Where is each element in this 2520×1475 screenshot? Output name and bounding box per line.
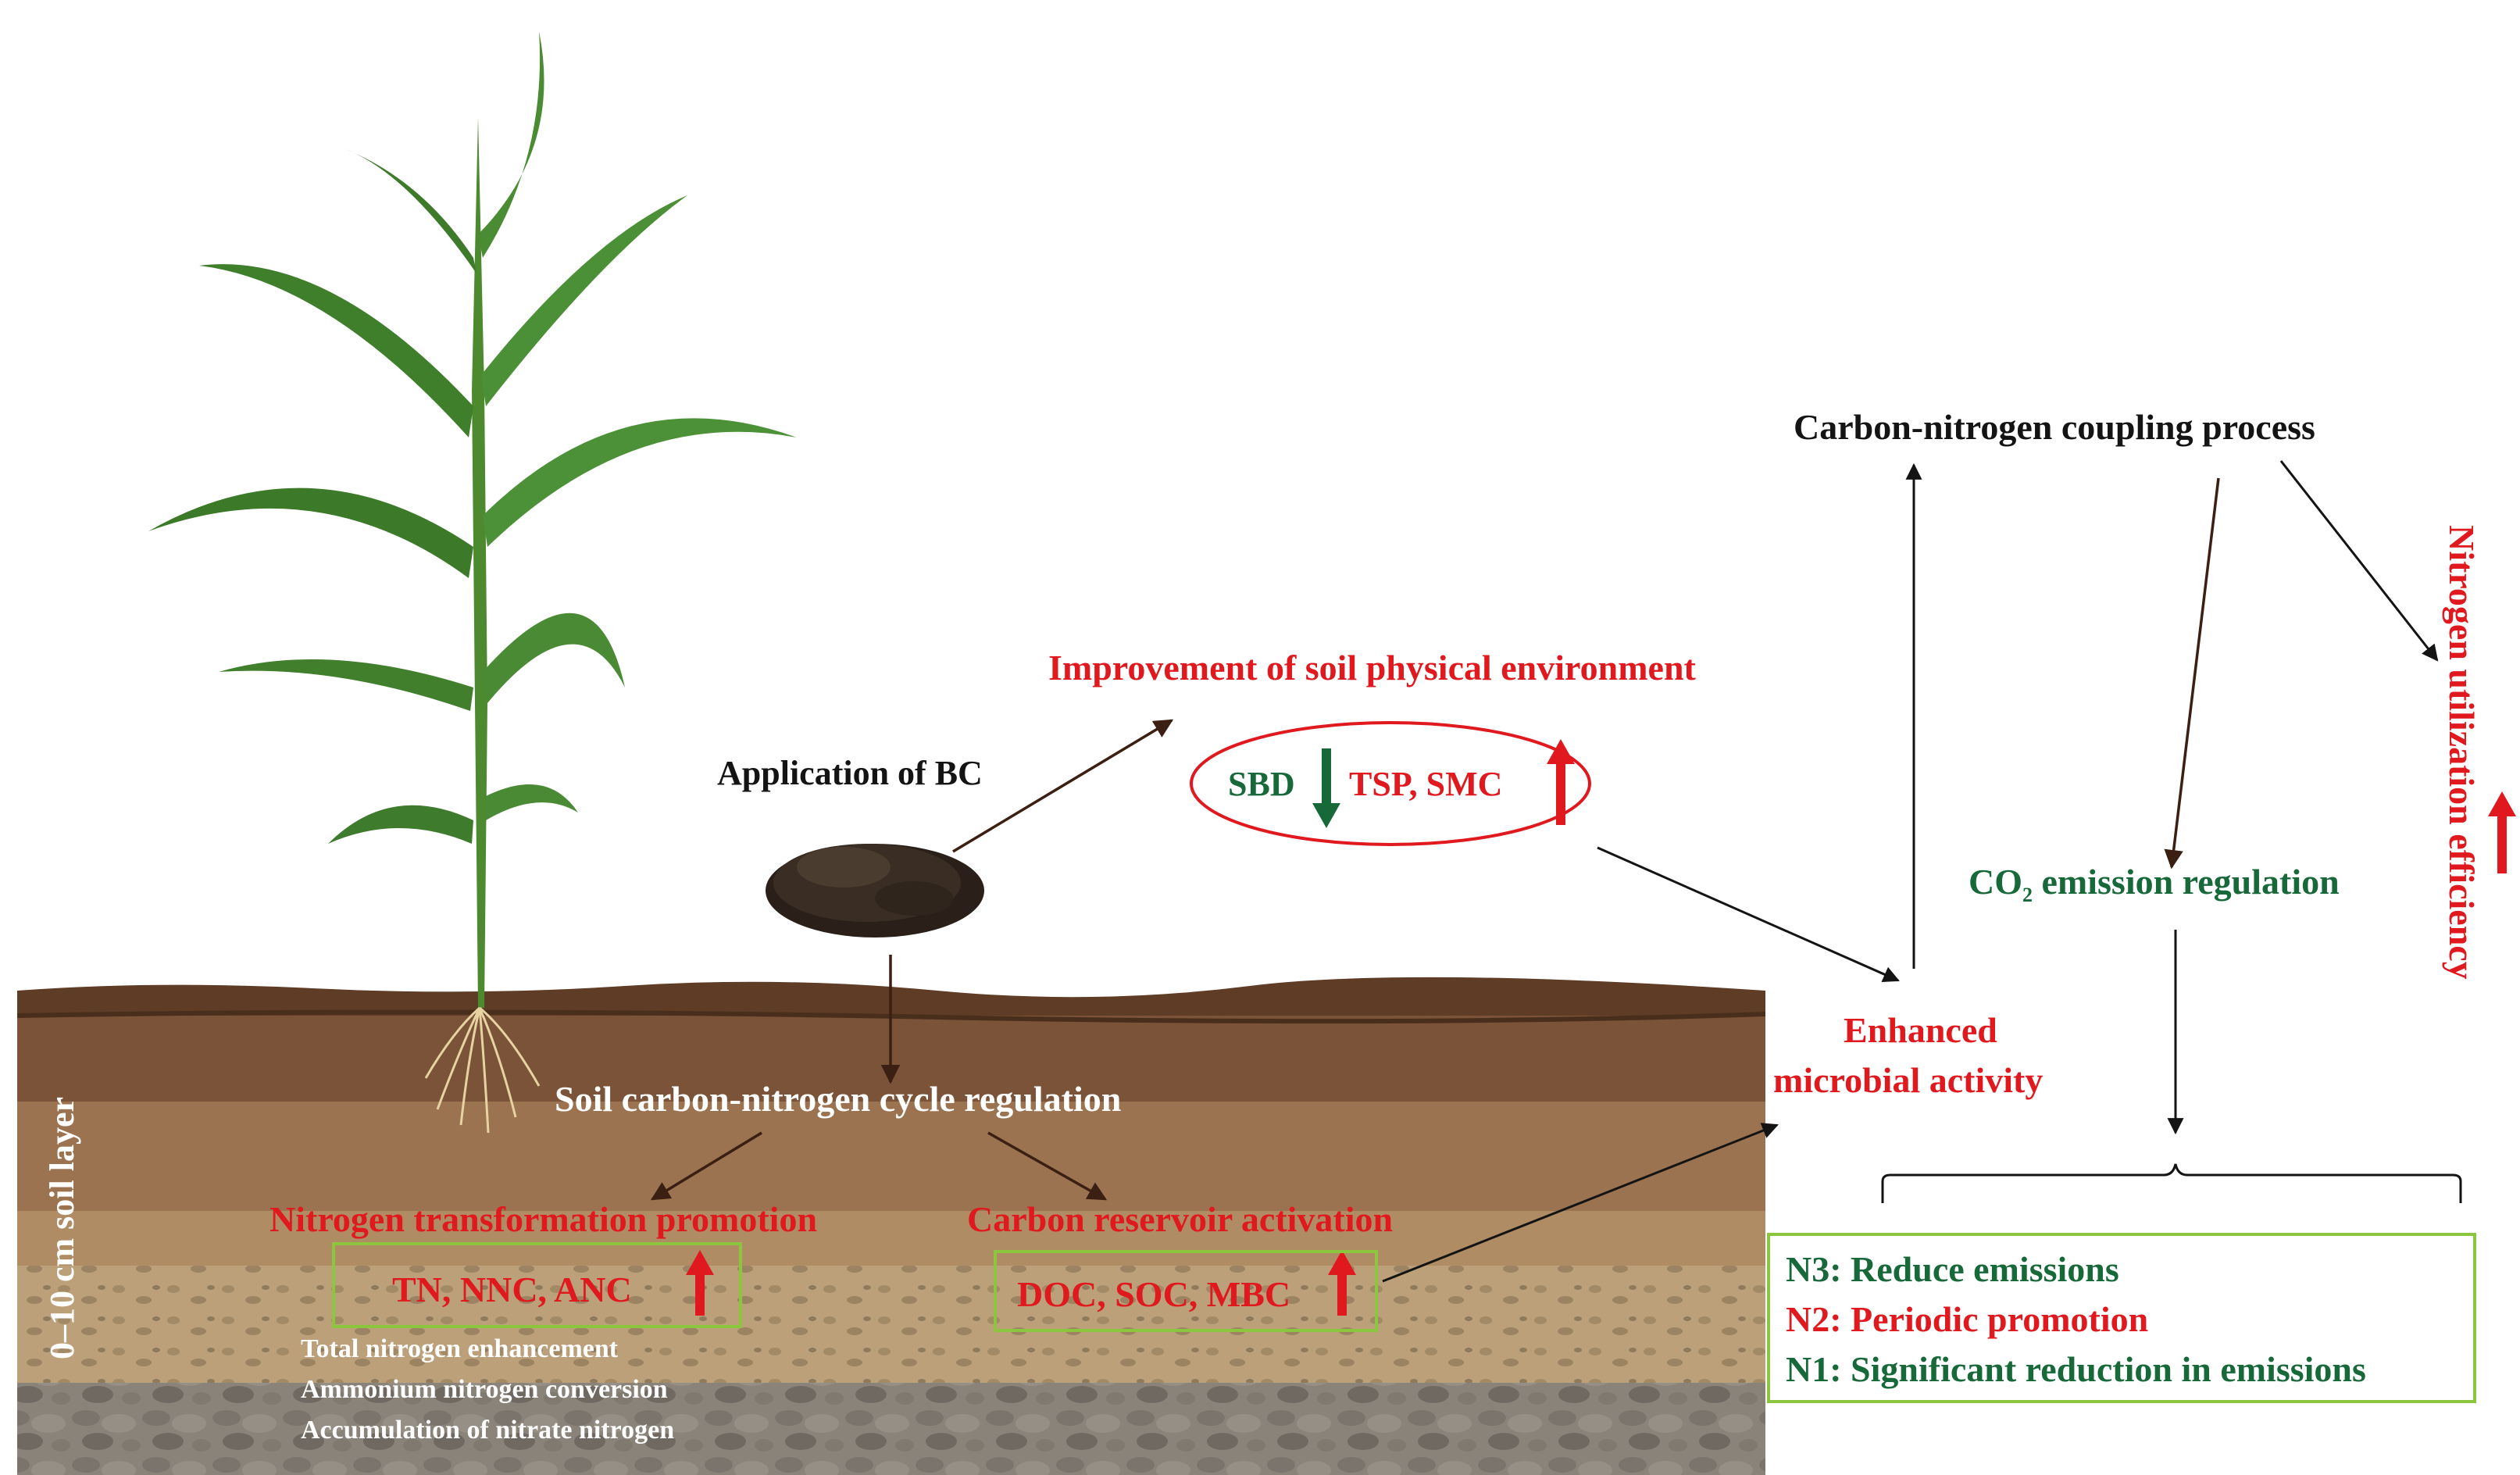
- nitrogen-promotion-label: Nitrogen transformation promotion: [269, 1199, 818, 1239]
- cycle-label: Soil carbon-nitrogen cycle regulation: [555, 1079, 1122, 1119]
- n3-label: N3: Reduce emissions: [1786, 1249, 2119, 1289]
- corn-plant-illustration: [148, 31, 797, 1008]
- soil-layer-label: 0–10 cm soil layer: [43, 1096, 81, 1359]
- n2-label: N2: Periodic promotion: [1786, 1299, 2149, 1339]
- biochar-pile-illustration: [766, 844, 984, 938]
- soil-cross-section: [16, 977, 1766, 1475]
- nue-label: Nitrogen utilization efficiency: [2442, 525, 2482, 980]
- emission-levels-box: [1767, 1233, 2476, 1403]
- co2-subscript: 2: [2022, 884, 2033, 907]
- tn-group-box: [332, 1242, 742, 1328]
- carbon-activation-label: Carbon reservoir activation: [967, 1199, 1394, 1239]
- tsp-smc-label: TSP, SMC: [1349, 765, 1503, 803]
- sbd-decrease-arrow: [1312, 748, 1340, 828]
- co2-text: CO: [1969, 862, 2022, 902]
- doc-group-label: DOC, SOC, MBC: [1017, 1274, 1291, 1314]
- tsp-smc-increase-arrow: [1547, 739, 1575, 825]
- doc-increase-arrow: [1328, 1250, 1356, 1316]
- co2-rest-text: emission regulation: [2033, 862, 2340, 902]
- microbial-label-line1: Enhanced: [1844, 1010, 1997, 1050]
- n1-label: N1: Significant reduction in emissions: [1786, 1349, 2366, 1389]
- tn-group-label: TN, NNC, ANC: [392, 1270, 632, 1309]
- nue-increase-arrow: [2488, 791, 2516, 873]
- tn-increase-arrow: [686, 1250, 714, 1316]
- n-note-1: Total nitrogen enhancement: [301, 1334, 619, 1363]
- n-note-3: Accumulation of nitrate nitrogen: [301, 1416, 675, 1445]
- corn-roots: [424, 1006, 541, 1134]
- n-note-2: Ammonium nitrogen conversion: [301, 1375, 668, 1404]
- physical-env-label: Improvement of soil physical environment: [1048, 648, 1696, 688]
- grouping-brace: [1881, 1163, 2462, 1203]
- microbial-label-line2: microbial activity: [1773, 1060, 2043, 1100]
- sbd-label: SBD: [1228, 765, 1295, 803]
- doc-group-box: [994, 1250, 1378, 1332]
- process-arrows-black: [1382, 460, 2439, 1283]
- coupling-label: Carbon-nitrogen coupling process: [1794, 407, 2315, 447]
- application-label: Application of BC: [717, 754, 983, 792]
- process-arrows: [650, 477, 2220, 1201]
- co2-regulation-label: CO2 emission regulation: [1969, 864, 2340, 905]
- physical-properties-ellipse: [1190, 721, 1591, 846]
